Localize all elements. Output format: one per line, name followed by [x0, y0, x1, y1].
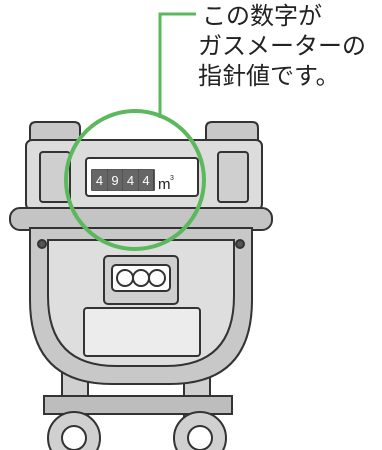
meter-nameplate [83, 307, 201, 357]
meter-digit-4: 4 [142, 173, 149, 188]
digit-cell [107, 170, 123, 190]
meter-digit-1: 4 [96, 173, 103, 188]
meter-body [29, 227, 253, 385]
highlight-circle [64, 109, 206, 251]
meter-digit-2: 9 [111, 173, 118, 188]
indicator-window [103, 255, 179, 305]
digit-cell [123, 170, 138, 190]
counter-window: 4 9 4 4 m 3 [85, 157, 199, 197]
digit-cell [92, 170, 107, 190]
indicator-circle [132, 269, 150, 287]
indicator-circle [116, 269, 134, 287]
meter-band [9, 207, 273, 231]
callout-line-2: ガスメーターの [198, 33, 366, 60]
callout-line-3: 指針値です。 [198, 63, 340, 90]
callout-leader-line [158, 12, 196, 118]
meter-digit-3: 4 [127, 173, 134, 188]
callout-line-1: この数字が [202, 3, 322, 30]
meter-unit: m [158, 176, 171, 193]
meter-unit-superscript: 3 [170, 175, 174, 182]
meter-legs [43, 359, 233, 450]
indicator-circle [148, 269, 166, 287]
digit-cell [138, 170, 154, 190]
